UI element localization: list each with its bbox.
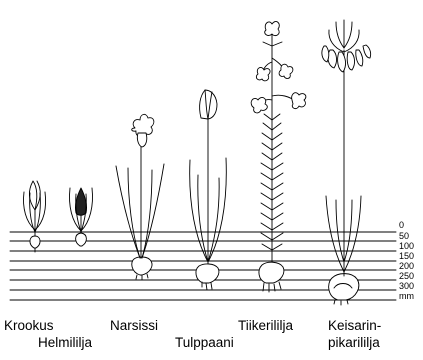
label-tiikerililja: Tiikerililja xyxy=(238,318,293,333)
label-helmililja: Helmililja xyxy=(38,335,92,350)
depth-label-300: 300 xyxy=(399,282,414,291)
daffodil-plant-drawing xyxy=(116,114,164,280)
crown-imperial-plant-drawing xyxy=(322,20,371,305)
depth-label-0: 0 xyxy=(399,221,404,230)
tulip-plant-drawing xyxy=(190,90,227,290)
depth-label-unit: mm xyxy=(399,292,414,301)
grape-hyacinth-plant-drawing xyxy=(69,188,92,246)
label-krookus: Krookus xyxy=(4,318,54,333)
depth-label-200: 200 xyxy=(399,262,414,271)
depth-label-150: 150 xyxy=(399,252,414,261)
label-keisarinpikarililja-line2: pikarililja xyxy=(328,335,381,350)
depth-label-50: 50 xyxy=(399,232,409,241)
label-narsissi: Narsissi xyxy=(110,318,158,333)
depth-label-100: 100 xyxy=(399,242,414,251)
label-keisarinpikarililja-line1: Keisarin- xyxy=(328,318,381,333)
depth-label-250: 250 xyxy=(399,272,414,281)
label-tulppaani: Tulppaani xyxy=(175,335,234,350)
label-keisarinpikarililja: Keisarin- pikarililja xyxy=(328,318,381,350)
